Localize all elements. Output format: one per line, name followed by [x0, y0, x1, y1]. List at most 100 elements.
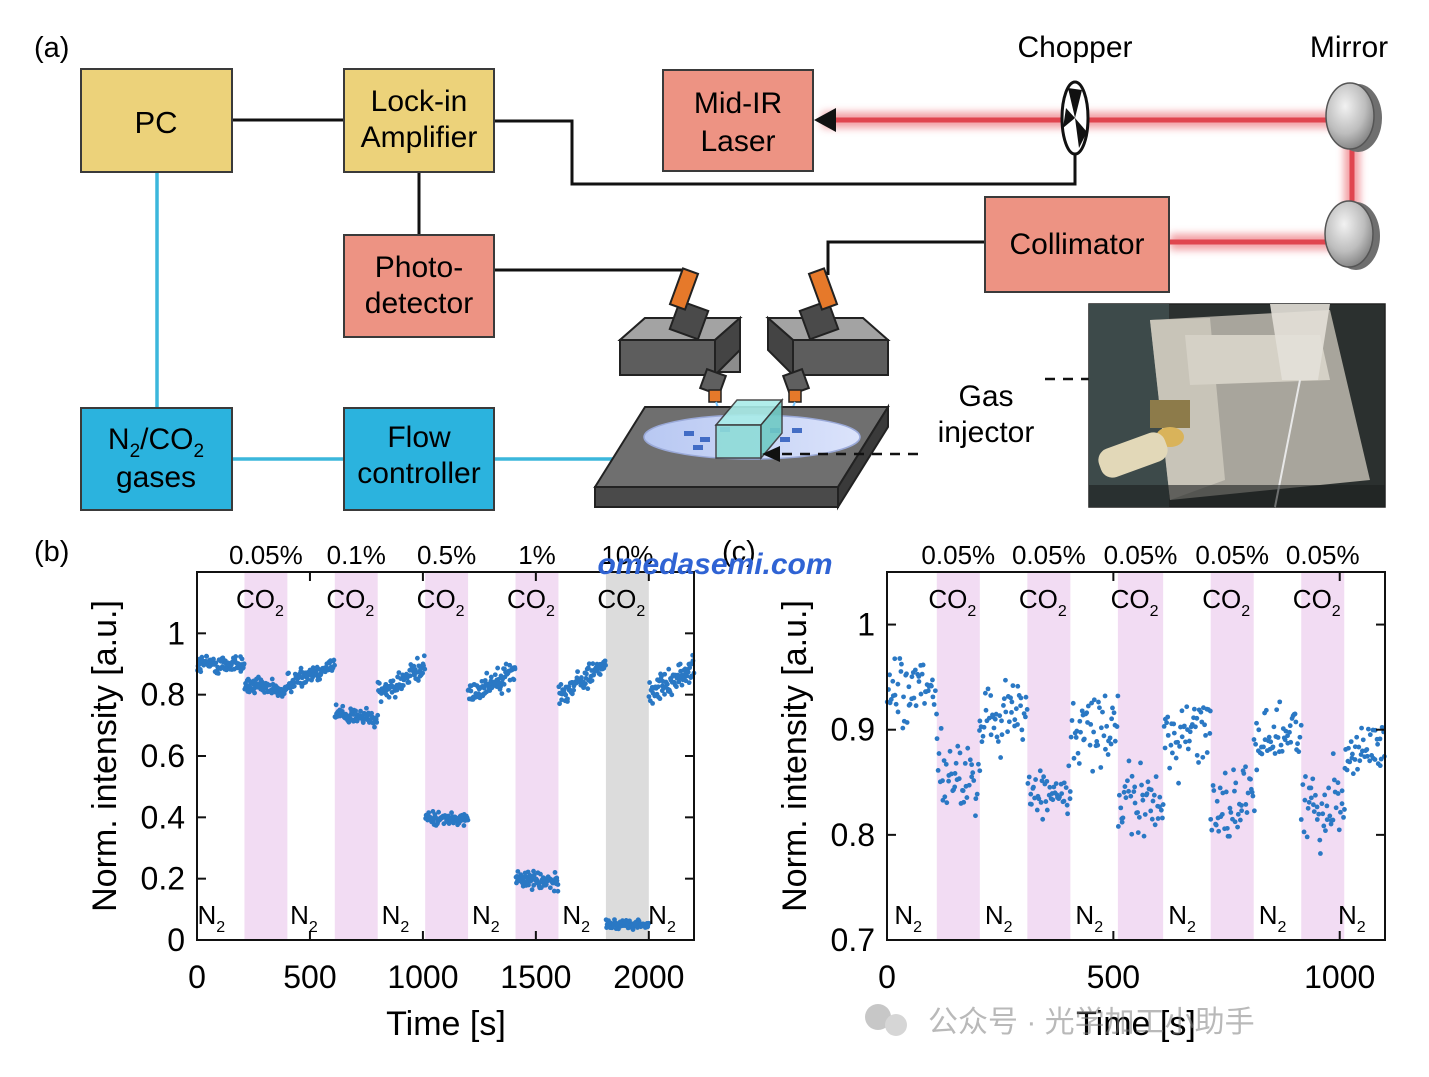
- data-point: [1239, 808, 1245, 814]
- data-point: [1324, 803, 1330, 809]
- data-point: [1275, 735, 1281, 740]
- wire-photodetector-fiber: [494, 268, 685, 282]
- data-point: [415, 678, 421, 683]
- data-point: [969, 774, 975, 780]
- data-point: [929, 683, 934, 689]
- data-point: [239, 656, 245, 662]
- data-point: [997, 713, 1003, 719]
- wechat-icon: [865, 1004, 891, 1030]
- y-tick-label: 0.8: [141, 677, 185, 713]
- data-point: [1222, 770, 1228, 776]
- panel-a-label: (a): [34, 32, 69, 64]
- data-point: [965, 745, 971, 751]
- data-point: [198, 669, 204, 675]
- data-point: [1330, 751, 1336, 757]
- n2-purge-label: N2: [1075, 900, 1103, 936]
- data-point: [375, 712, 381, 718]
- data-point: [1139, 782, 1144, 788]
- mirror-top: [1325, 82, 1382, 152]
- data-point: [887, 672, 892, 678]
- data-point: [507, 662, 513, 668]
- co2-gas-label: CO2: [1202, 584, 1250, 620]
- data-point: [1359, 725, 1364, 731]
- data-point: [973, 813, 978, 819]
- data-point: [1151, 792, 1157, 798]
- data-point: [1194, 752, 1200, 758]
- data-point: [982, 690, 988, 696]
- data-point: [1377, 763, 1383, 769]
- data-point: [1126, 758, 1132, 764]
- gas-injector-line2: injector: [938, 416, 1035, 449]
- data-point: [1341, 814, 1346, 820]
- data-point: [1321, 823, 1327, 829]
- data-point: [1207, 731, 1213, 736]
- data-point: [1209, 827, 1215, 833]
- sample-stage: [593, 397, 890, 511]
- panel-c-xlabel: Time [s]: [1076, 1005, 1196, 1043]
- data-point: [913, 703, 919, 709]
- data-point: [558, 682, 564, 687]
- data-point: [414, 655, 420, 661]
- data-point: [426, 810, 432, 816]
- x-tick-label: 1500: [500, 959, 571, 995]
- data-point: [449, 810, 454, 816]
- data-point: [679, 682, 685, 688]
- data-point: [1310, 776, 1316, 782]
- data-point: [489, 685, 495, 691]
- data-point: [940, 778, 945, 784]
- n2-purge-label: N2: [1168, 900, 1196, 936]
- data-point: [1314, 817, 1320, 822]
- co2-gas-label: CO2: [1111, 584, 1159, 620]
- data-point: [1067, 796, 1073, 802]
- data-point: [931, 702, 937, 707]
- data-point: [1071, 755, 1077, 761]
- data-point: [1327, 813, 1333, 819]
- box-photodetector: Photo- detector: [343, 234, 495, 338]
- co2-concentration-label: 0.05%: [1012, 540, 1086, 570]
- data-point: [1249, 789, 1255, 795]
- data-point: [1161, 724, 1167, 729]
- data-point: [1333, 805, 1339, 811]
- data-point: [991, 725, 997, 731]
- data-point: [1069, 718, 1075, 723]
- data-point: [967, 757, 973, 763]
- data-point: [1348, 739, 1354, 745]
- data-point: [1157, 794, 1163, 800]
- data-point: [1088, 722, 1094, 727]
- data-point: [988, 693, 994, 698]
- data-point: [999, 732, 1005, 738]
- data-point: [1036, 796, 1042, 802]
- data-point: [953, 760, 959, 766]
- data-point: [909, 674, 915, 680]
- data-point: [664, 681, 670, 687]
- data-point: [233, 654, 239, 659]
- data-point: [1068, 734, 1074, 740]
- data-point: [985, 686, 991, 692]
- data-point: [394, 687, 400, 693]
- data-point: [992, 716, 998, 722]
- data-point: [957, 750, 963, 756]
- data-point: [1336, 827, 1342, 833]
- data-point: [1019, 727, 1025, 733]
- data-point: [686, 680, 692, 686]
- n2-purge-label: N2: [985, 900, 1013, 936]
- data-point: [1097, 705, 1102, 711]
- data-point: [943, 761, 949, 767]
- data-point: [1025, 781, 1031, 786]
- data-point: [1173, 755, 1179, 761]
- data-point: [1330, 817, 1336, 823]
- data-point: [1013, 706, 1019, 712]
- data-point: [1331, 777, 1337, 783]
- data-point: [1031, 784, 1036, 790]
- panel-b-label: (b): [34, 536, 69, 568]
- data-point: [1104, 723, 1110, 729]
- data-point: [1256, 727, 1262, 733]
- gas-injector-line1: Gas: [958, 380, 1013, 413]
- data-point: [935, 767, 941, 773]
- data-point: [597, 672, 603, 677]
- data-point: [977, 768, 983, 774]
- co2-exposure-band: [425, 572, 469, 940]
- data-point: [1023, 694, 1029, 700]
- data-point: [1125, 778, 1130, 784]
- data-point: [1352, 757, 1358, 762]
